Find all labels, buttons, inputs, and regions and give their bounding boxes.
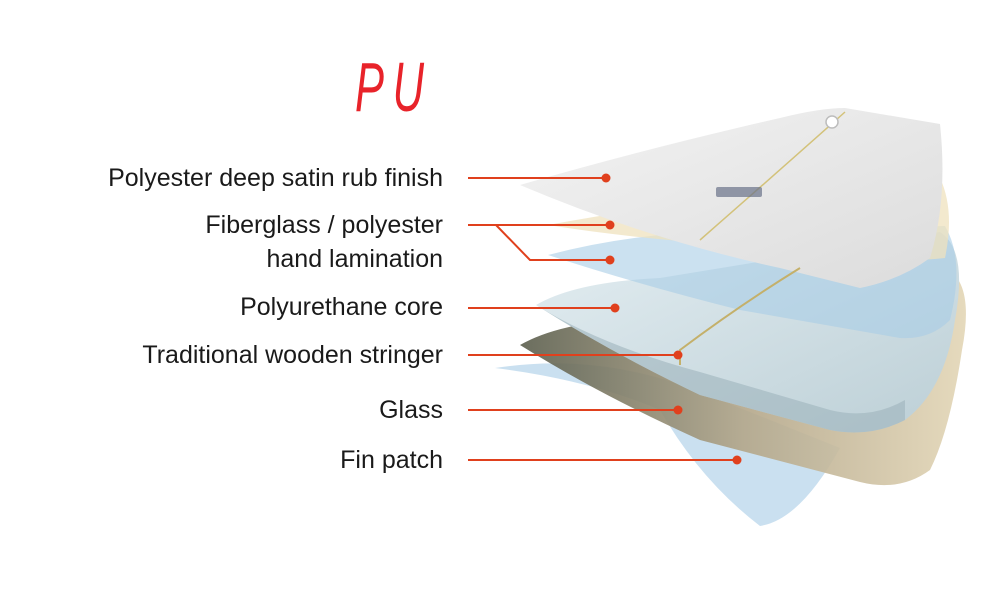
core-edge-shadow xyxy=(536,305,905,433)
label-glass: Glass xyxy=(379,396,443,424)
leader-dot-fiberglass-a xyxy=(605,220,615,230)
leader-dot-fin-patch xyxy=(732,455,742,465)
label-fiberglass-line1: Fiberglass / polyester xyxy=(205,211,443,239)
page-title: PU xyxy=(355,48,433,126)
leader-dot-satin xyxy=(601,173,611,183)
label-fiberglass-line2: hand lamination xyxy=(266,245,443,273)
leader-dot-stringer xyxy=(673,350,683,360)
leader-dot-glass xyxy=(673,405,683,415)
satin-finish-layer xyxy=(520,108,943,288)
leader-dot-fiberglass-b xyxy=(605,255,615,265)
logo-mark-icon xyxy=(716,187,762,197)
stringer-line-core xyxy=(679,267,801,365)
leader-dot-core xyxy=(610,303,620,313)
label-polyurethane-core: Polyurethane core xyxy=(240,293,443,321)
leader-dots xyxy=(601,173,742,465)
leader-lines xyxy=(468,177,737,461)
leash-plug-icon xyxy=(825,115,839,129)
label-fin-patch: Fin patch xyxy=(340,446,443,474)
leader-line-fiberglass-b xyxy=(495,224,610,261)
label-satin-finish: Polyester deep satin rub finish xyxy=(108,164,443,192)
label-wooden-stringer: Traditional wooden stringer xyxy=(142,341,443,369)
fin-patch-layer xyxy=(495,363,840,526)
